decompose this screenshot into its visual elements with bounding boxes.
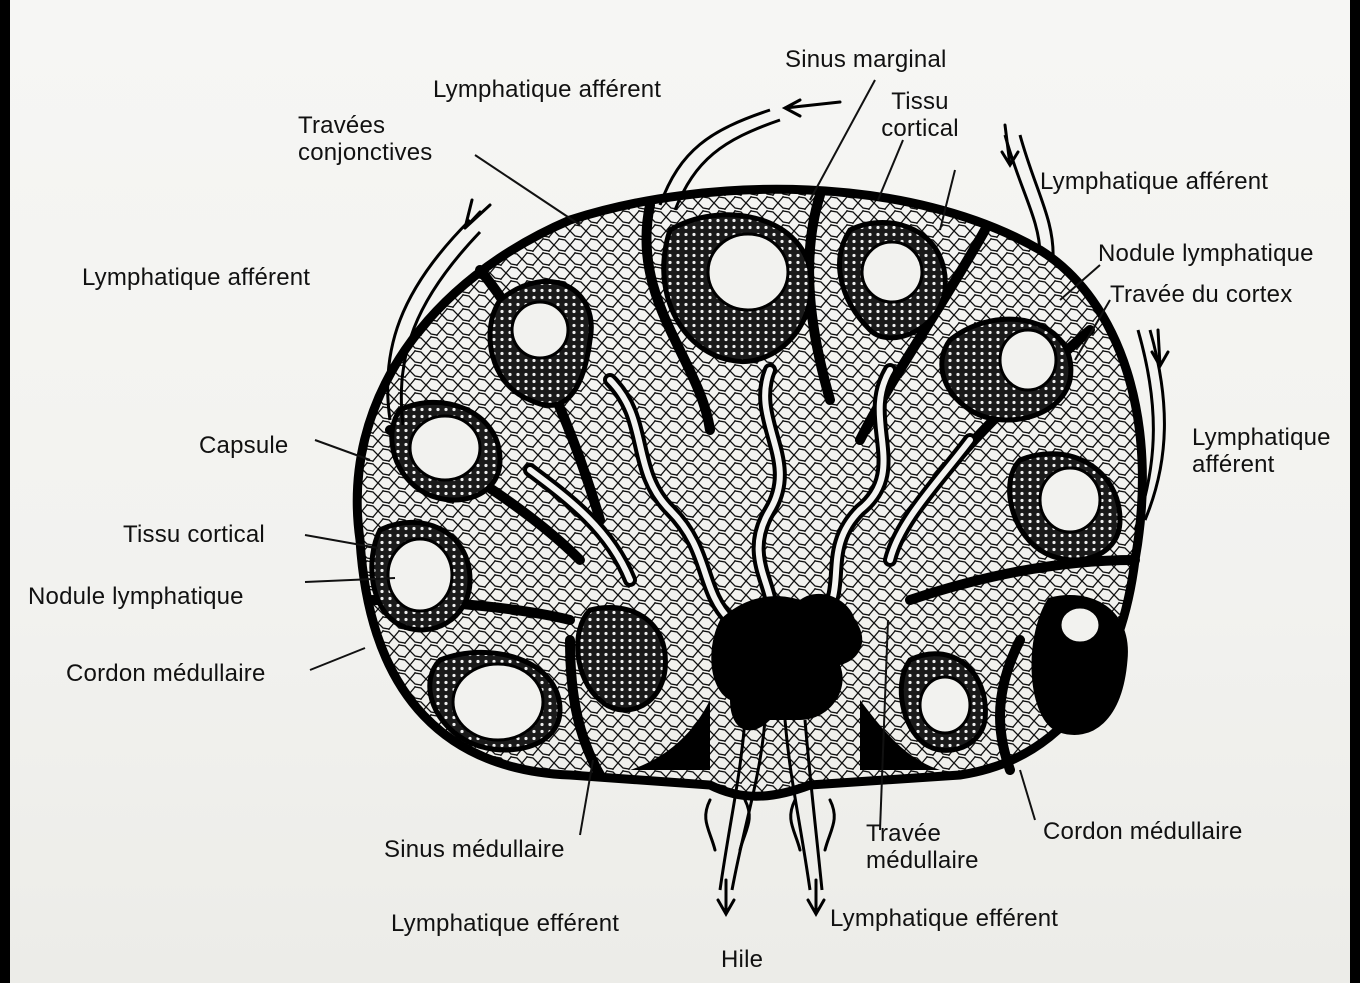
label-lymphatique-efferent-left: Lymphatique efférent	[391, 910, 619, 937]
label-tissu-cortical-left: Tissu cortical	[123, 521, 265, 548]
label-sinus-medullaire: Sinus médullaire	[384, 836, 565, 863]
label-lymphatique-efferent-right: Lymphatique efférent	[830, 905, 1058, 932]
label-line: afférent	[1192, 451, 1331, 478]
label-nodule-lymphatique-left: Nodule lymphatique	[28, 583, 244, 610]
diagram-page: Sinus marginal Lymphatique afférent Trav…	[10, 0, 1350, 983]
label-sinus-marginal: Sinus marginal	[785, 46, 947, 73]
label-travee-du-cortex: Travée du cortex	[1110, 281, 1292, 308]
label-line: médullaire	[866, 847, 979, 874]
label-travees-conjonctives: Travées conjonctives	[298, 112, 468, 166]
label-line: Travée	[866, 820, 979, 847]
label-lymphatique-afferent-top: Lymphatique afférent	[433, 76, 661, 103]
label-hile: Hile	[721, 946, 763, 973]
label-line: Lymphatique	[1192, 424, 1331, 451]
label-line: Travées	[298, 112, 468, 139]
label-cordon-medullaire-left: Cordon médullaire	[66, 660, 266, 687]
label-cordon-medullaire-right: Cordon médullaire	[1043, 818, 1243, 845]
label-lymphatique-afferent-right: Lymphatique afférent	[1192, 424, 1331, 478]
label-line: cortical	[870, 115, 970, 142]
label-travee-medullaire: Travée médullaire	[866, 820, 979, 874]
label-line: Tissu	[870, 88, 970, 115]
label-tissu-cortical-top: Tissu cortical	[870, 88, 970, 142]
label-capsule: Capsule	[199, 432, 288, 459]
label-line: conjonctives	[298, 139, 468, 166]
label-nodule-lymphatique-right: Nodule lymphatique	[1098, 240, 1314, 267]
label-lymphatique-afferent-left: Lymphatique afférent	[82, 264, 310, 291]
label-lymphatique-afferent-right-top: Lymphatique afférent	[1040, 168, 1268, 195]
